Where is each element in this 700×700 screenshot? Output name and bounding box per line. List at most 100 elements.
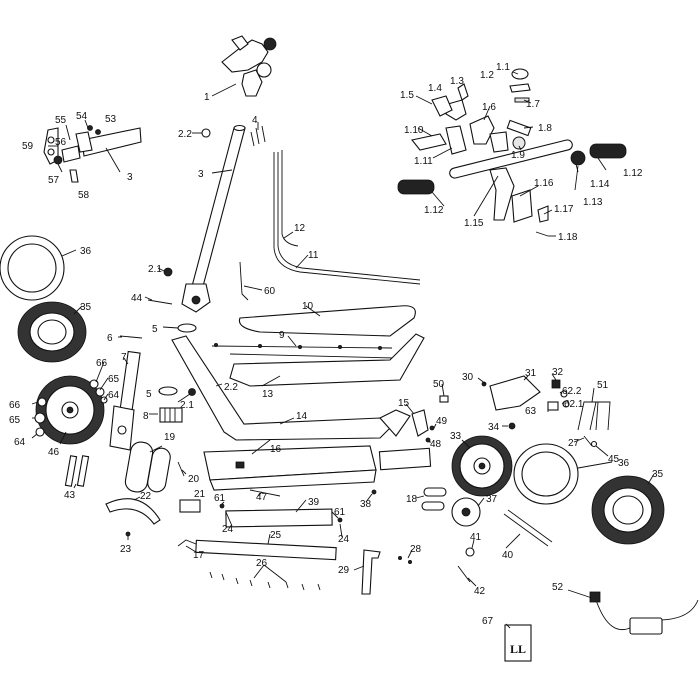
part-bracket-15 <box>411 409 429 437</box>
part-nut-2-1-mid <box>188 388 196 396</box>
part-washer-2-2 <box>201 128 211 138</box>
callout-19: 19 <box>164 432 176 443</box>
callout-65a: 65 <box>108 374 120 385</box>
callout-42: 42 <box>474 586 486 597</box>
part-bottom-cover-25 <box>195 539 337 561</box>
callout-1-3: 1.3 <box>450 76 464 87</box>
callout-55: 55 <box>55 115 67 126</box>
callout-3a: 3 <box>198 169 204 180</box>
part-main-frame-14 <box>171 335 411 441</box>
part-screws-28 <box>397 556 412 565</box>
callout-29: 29 <box>338 565 350 576</box>
part-screws-23 <box>125 531 131 537</box>
part-plate-63 <box>547 401 559 411</box>
callout-1-11: 1.11 <box>414 156 433 167</box>
part-bolt-42 <box>457 565 471 583</box>
callout-33: 33 <box>450 431 462 442</box>
callout-17: 17 <box>193 550 205 561</box>
callout-1-18: 1.18 <box>558 232 578 243</box>
callout-1-5: 1.5 <box>400 90 414 101</box>
callout-6: 6 <box>107 333 113 344</box>
part-battery-housing-16 <box>203 445 432 491</box>
callout-60: 60 <box>264 286 276 297</box>
callout-63: 63 <box>525 406 537 417</box>
part-screw-49 <box>429 425 435 431</box>
part-screw-48 <box>425 437 431 443</box>
part-folding-mechanism <box>43 125 142 183</box>
part-washer-62-2 <box>560 390 568 398</box>
callout-36a: 36 <box>80 246 92 257</box>
callout-26: 26 <box>256 558 268 569</box>
callout-64a: 64 <box>108 390 120 401</box>
part-screws-47 <box>249 489 281 497</box>
part-tire-35-right <box>591 475 665 545</box>
callout-24a: 24 <box>222 524 234 535</box>
parts-drawings: LL <box>0 35 699 662</box>
logo-text: LL <box>510 642 526 656</box>
part-ring-5-bottom <box>158 386 178 396</box>
callout-43: 43 <box>64 490 76 501</box>
part-ring-5-top <box>177 323 197 333</box>
callout-9: 9 <box>279 330 285 341</box>
part-pin-6 <box>119 335 143 339</box>
callout-10: 10 <box>302 301 314 312</box>
callout-40: 40 <box>502 550 514 561</box>
callout-59: 59 <box>22 141 34 152</box>
callout-65b: 65 <box>9 415 21 426</box>
part-kickstand-29 <box>361 549 381 595</box>
callout-1-14: 1.14 <box>590 179 610 190</box>
part-deck-mat <box>238 305 416 337</box>
part-brake-pads-18 <box>421 487 447 511</box>
part-label-67: LL <box>504 624 532 662</box>
part-handlebar-assembly <box>221 35 277 97</box>
part-clip-50 <box>439 395 449 403</box>
callout-5b: 5 <box>146 389 152 400</box>
callout-28: 28 <box>410 544 422 555</box>
part-rear-hub-33 <box>451 435 513 497</box>
part-spring-8 <box>159 407 183 423</box>
callout-31: 31 <box>525 368 537 379</box>
part-front-fork <box>109 350 141 451</box>
part-tire-ring-36-left <box>0 235 65 301</box>
callout-45: 45 <box>608 454 620 465</box>
callout-1-9: 1.9 <box>511 150 525 161</box>
callout-52: 52 <box>552 582 564 593</box>
part-pin-27 <box>583 435 593 447</box>
part-nut-34 <box>508 422 516 430</box>
callout-2-2a: 2.2 <box>178 129 192 140</box>
part-rear-bracket-51 <box>577 401 611 431</box>
callout-1-16: 1.16 <box>534 178 554 189</box>
callout-2-2b: 2.2 <box>224 382 238 393</box>
callout-62-2: 62.2 <box>562 386 582 397</box>
callout-54: 54 <box>76 111 88 122</box>
callout-34: 34 <box>488 422 500 433</box>
callout-61a: 61 <box>214 493 226 504</box>
part-screws-26 <box>209 571 321 591</box>
callout-1-7: 1.7 <box>526 99 540 110</box>
callout-30: 30 <box>462 372 474 383</box>
part-screws-4 <box>250 125 266 147</box>
callout-2-1a: 2.1 <box>148 264 162 275</box>
callout-25: 25 <box>270 530 282 541</box>
part-deck-frame-13 <box>229 333 425 387</box>
callout-16: 16 <box>270 444 282 455</box>
callout-3b: 3 <box>127 172 133 183</box>
callout-58: 58 <box>78 190 90 201</box>
callout-51: 51 <box>597 380 609 391</box>
callout-1-15: 1.15 <box>464 218 484 229</box>
callout-1-13: 1.13 <box>583 197 603 208</box>
callout-21: 21 <box>194 489 206 500</box>
callout-5a: 5 <box>152 324 158 335</box>
callout-27: 27 <box>568 438 580 449</box>
callout-1-2: 1.2 <box>480 70 494 81</box>
callout-1-1: 1.1 <box>496 62 510 73</box>
callout-4: 4 <box>252 115 258 126</box>
callout-1-6: 1.6 <box>482 102 496 113</box>
part-bracket-19b <box>147 447 171 493</box>
callout-66b: 66 <box>9 400 21 411</box>
callout-15: 15 <box>398 398 410 409</box>
part-tire-ring-36-right <box>513 443 579 505</box>
callout-62-1: 62.1 <box>564 399 584 410</box>
part-spring-40 <box>503 513 549 547</box>
